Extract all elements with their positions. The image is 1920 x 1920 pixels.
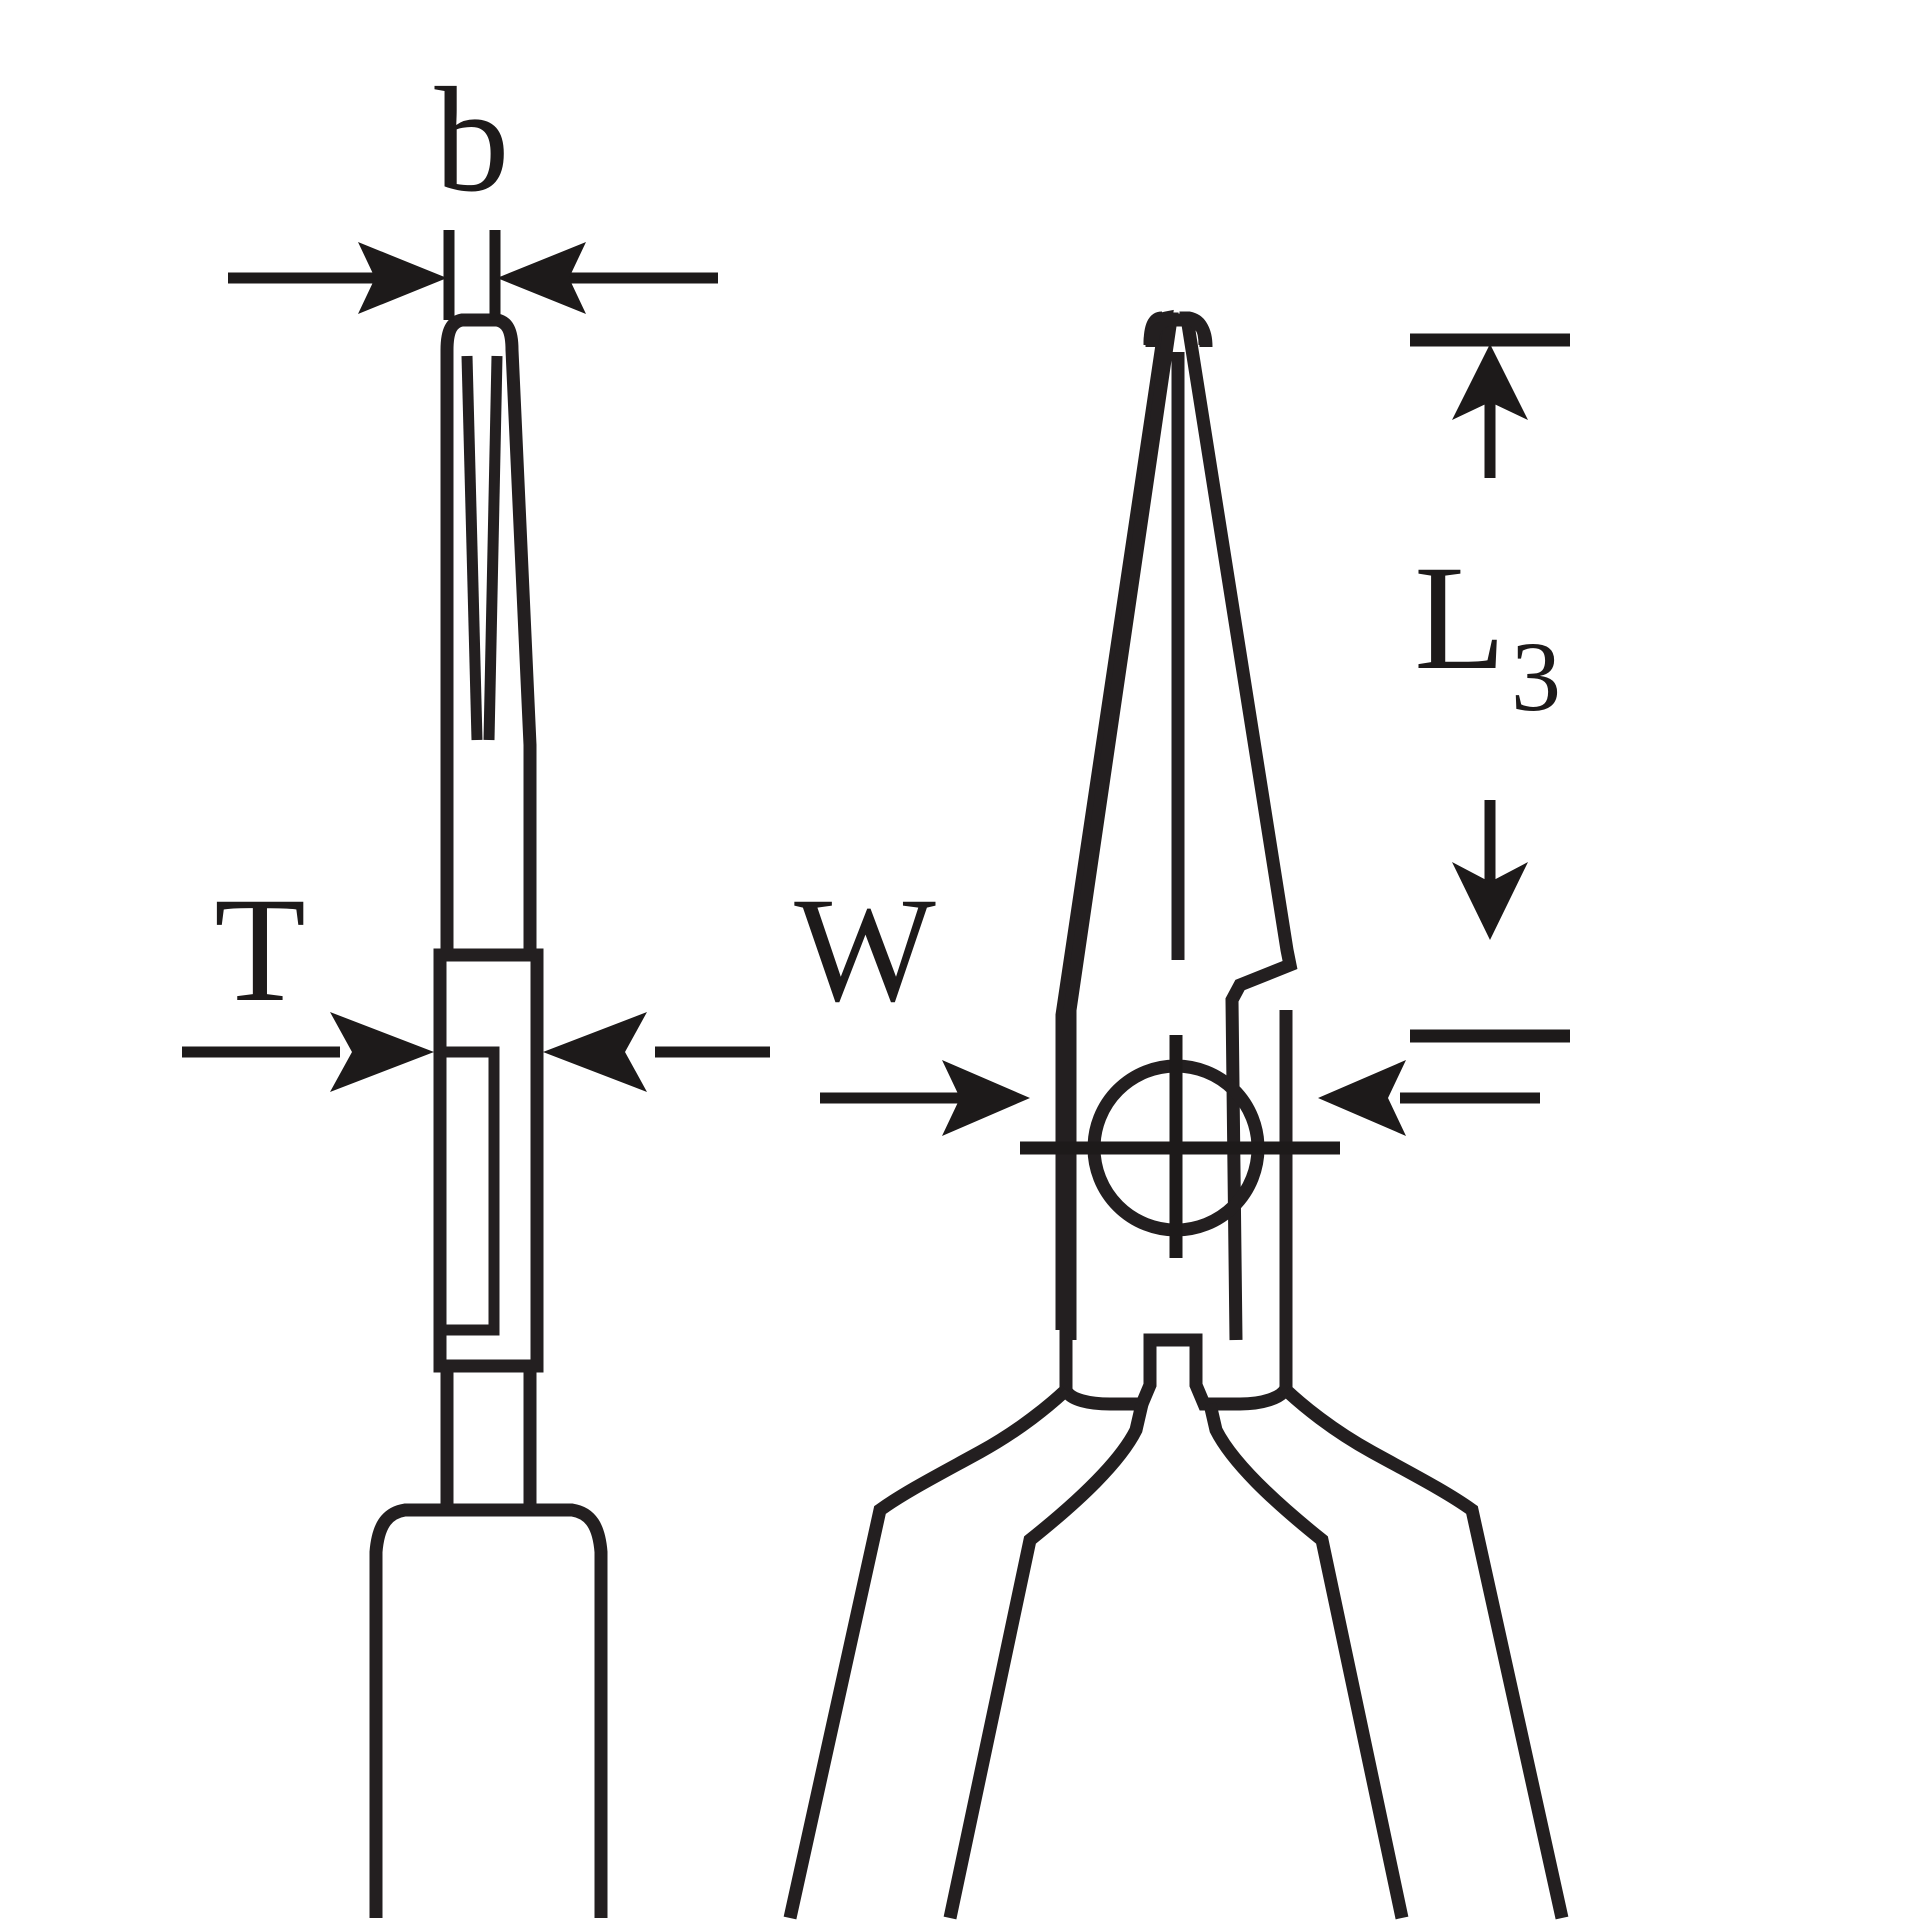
edge-view-handle-outline: [369, 1503, 608, 1918]
dimension-T-arrow-left: [330, 1012, 434, 1092]
dimension-W: W: [794, 867, 1540, 1136]
dimension-b-arrow-left: [358, 242, 447, 314]
dimension-L3-label: L: [1414, 535, 1506, 701]
face-view-nose-tip: [1145, 313, 1213, 348]
edge-view-nose-outline: [433, 313, 544, 1517]
edge-view-joint-step: [440, 1046, 500, 1336]
dimension-T: T: [182, 867, 770, 1092]
dimension-L3-arrow-down: [1452, 862, 1528, 940]
dimension-L3-arrow-up: [1452, 344, 1528, 420]
dimension-b-label: b: [435, 57, 510, 223]
face-view-left-handle: [783, 1385, 1149, 1920]
dimension-L3-subscript: 3: [1511, 621, 1561, 732]
face-view-group: [783, 309, 1569, 1920]
face-view-handle-web: [1143, 1340, 1203, 1385]
edge-view-nose-inner-right: [483, 355, 503, 741]
dimension-W-arrow-left: [942, 1060, 1030, 1136]
dimension-T-label: T: [214, 867, 306, 1033]
dimension-W-label: W: [794, 867, 936, 1033]
edge-view-nose-inner-left: [461, 355, 483, 741]
dimension-L3: L 3: [1410, 333, 1570, 1043]
dimension-b: b: [228, 57, 718, 320]
face-view-right-handle: [1203, 1385, 1569, 1920]
edge-view-group: [369, 313, 608, 1918]
dimension-T-arrow-right: [543, 1012, 647, 1092]
dimension-W-arrow-right: [1318, 1060, 1406, 1136]
dimension-b-arrow-right: [497, 242, 586, 314]
